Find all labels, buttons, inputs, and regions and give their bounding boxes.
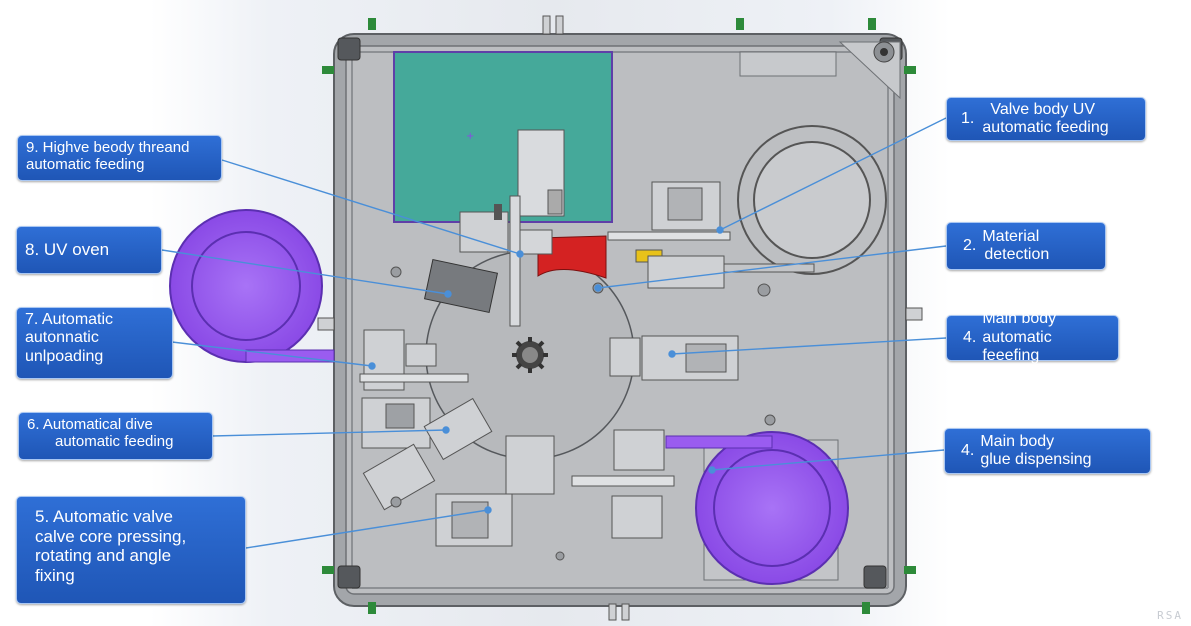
right-upper-bowl: [709, 125, 887, 275]
station-glue-dispensing: [505, 429, 675, 539]
watermark: RSA: [1157, 609, 1183, 622]
label-6-line2: automatic feeding: [55, 433, 174, 451]
station-glue-feeding: [361, 397, 493, 511]
label-5-line4: fixing: [35, 565, 75, 585]
label-1-valve-body-feeding: 1. Valve body UV automatic feeding: [946, 97, 1146, 141]
station-unloading: [359, 329, 469, 391]
label-4b-num: 4.: [961, 441, 975, 459]
label-4b-line3: glue dispensing: [980, 451, 1092, 468]
station-material-detection: [519, 229, 607, 279]
label-6-glue-feeding: 6. Automatical dive automatic feeding: [18, 412, 213, 460]
label-2-material-detection: 2. Material detection: [946, 222, 1106, 270]
svg-text:+: +: [466, 131, 474, 142]
station-uv-oven-head: [423, 258, 499, 314]
top-rail: [739, 41, 901, 100]
station-core-pressing: [435, 493, 513, 547]
label-2-num: 2.: [963, 236, 977, 254]
label-8-line1: 8. UV oven: [25, 240, 110, 259]
label-4-main-body-feeding: 4. Main body automatic feeefing: [946, 310, 1119, 364]
label-7-line1: 7. Automatic: [25, 311, 114, 328]
corner-feet: [322, 18, 916, 614]
label-8-uv-oven: 8. UV oven: [16, 226, 162, 274]
label-9-line2: automatic feeding: [26, 156, 145, 174]
label-1-num: 1.: [961, 109, 975, 127]
label-5-line2: calve core pressing,: [35, 526, 187, 546]
label-4a-num: 4.: [963, 328, 977, 346]
right-feeder-bowl: [665, 431, 849, 585]
label-4a-line2: Main body: [982, 310, 1057, 328]
uv-oven-housing: +: [393, 51, 613, 223]
label-1-line2: Valve body UV: [990, 100, 1095, 118]
mounting-holes: [390, 266, 776, 561]
station-valve-body-feeding: [607, 181, 731, 289]
label-4b-line2: Main body: [980, 432, 1055, 450]
label-2-line2: Material: [982, 227, 1040, 245]
station-thread-feeding: [459, 195, 521, 327]
label-7-line2: autonnatic: [25, 329, 99, 347]
label-1-line3: automatic feeding: [982, 119, 1109, 136]
label-2-line3: detection: [984, 246, 1050, 263]
label-9-line1: 9. Highve beody threand: [26, 139, 190, 156]
label-6-line1: 6. Automatical dive: [27, 416, 153, 433]
label-4a-line3: automatic feeefing: [982, 328, 1052, 365]
label-5-core-pressing: 5. Automatic valve calve core pressing, …: [16, 496, 246, 604]
label-7-unloading: 7. Automatic autonnatic unlpoading: [16, 307, 173, 379]
label-5-line3: rotating and angle: [35, 546, 172, 566]
station-main-body-feeding: [609, 335, 739, 381]
label-7-line3: unlpoading: [25, 347, 104, 365]
label-9-thread-feeding: 9. Highve beody threand automatic feedin…: [17, 135, 222, 181]
label-4-main-body-glue-dispensing: 4. Main body glue dispensing: [944, 428, 1151, 474]
top-connectors: [317, 15, 923, 621]
leader-lines: [161, 117, 947, 549]
label-5-line1: 5. Automatic valve: [35, 507, 173, 526]
